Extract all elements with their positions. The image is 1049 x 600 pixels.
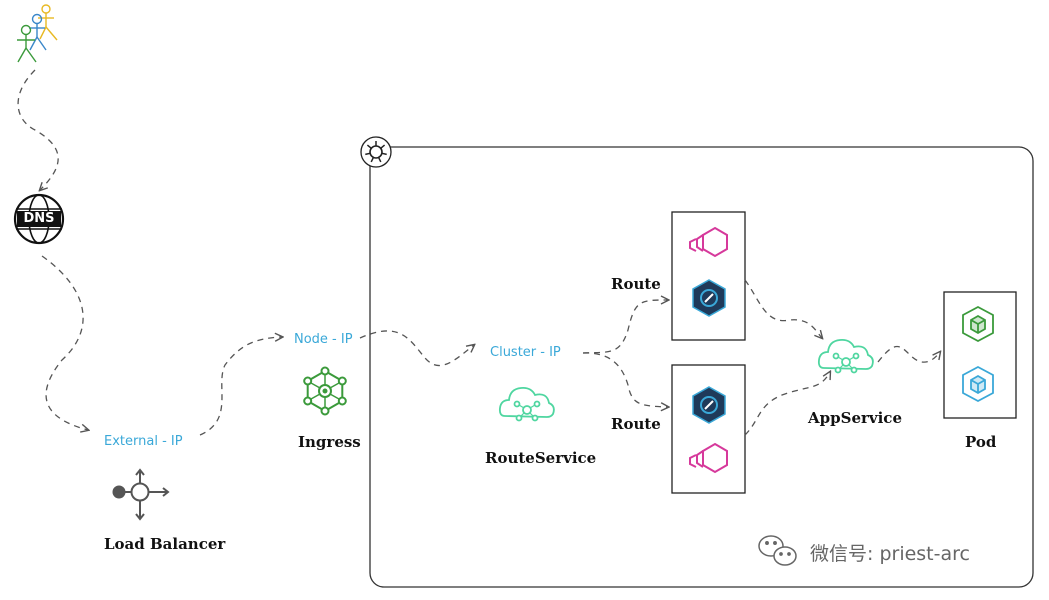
pod-label: Pod bbox=[965, 433, 997, 451]
kubernetes-icon bbox=[360, 136, 392, 168]
arrow-users-to-dns bbox=[17, 69, 59, 190]
arrow-lb-to-ingress bbox=[199, 337, 282, 436]
envoy-icon bbox=[689, 226, 728, 258]
route-service-cloud-icon bbox=[498, 386, 555, 422]
arrow-ingress-to-routeservice bbox=[359, 330, 474, 367]
node-ip-label: Node - IP bbox=[294, 332, 353, 347]
watermark-text: 微信号: priest-arc bbox=[810, 543, 970, 565]
app-service-label: AppService bbox=[808, 409, 902, 427]
route-bottom-label: Route bbox=[611, 415, 661, 433]
users-icon bbox=[17, 4, 58, 63]
ingress-icon bbox=[303, 366, 347, 416]
proxy-badge-icon bbox=[692, 279, 726, 317]
load-balancer-icon bbox=[112, 468, 170, 521]
external-ip-label: External - IP bbox=[104, 434, 183, 449]
proxy-badge-icon bbox=[692, 386, 726, 424]
flow-arrows bbox=[17, 69, 940, 436]
arrow-to-route-top bbox=[582, 300, 668, 354]
container-cube-icon bbox=[962, 305, 994, 343]
ingress-label: Ingress bbox=[298, 433, 361, 451]
route-top-box bbox=[671, 211, 746, 341]
envoy-icon bbox=[689, 442, 728, 474]
arrow-to-route-bottom bbox=[582, 352, 668, 407]
wechat-icon bbox=[758, 535, 797, 566]
arrow-route-top-to-appservice bbox=[744, 279, 822, 338]
arrow-route-bottom-to-appservice bbox=[744, 372, 830, 436]
route-top-label: Route bbox=[611, 275, 661, 293]
dns-globe-icon bbox=[13, 193, 65, 245]
cluster-ip-label: Cluster - IP bbox=[490, 345, 561, 360]
dns-label: DNS bbox=[23, 211, 55, 226]
arrow-dns-to-lb bbox=[41, 255, 88, 430]
load-balancer-label: Load Balancer bbox=[104, 535, 226, 553]
arrow-appservice-to-pod bbox=[877, 345, 940, 363]
cluster-boundary bbox=[369, 146, 1034, 588]
container-cube-icon bbox=[962, 365, 994, 403]
pod-box bbox=[943, 291, 1017, 419]
app-service-cloud-icon bbox=[817, 338, 874, 374]
route-service-label: RouteService bbox=[485, 449, 597, 467]
route-bottom-box bbox=[671, 364, 746, 494]
